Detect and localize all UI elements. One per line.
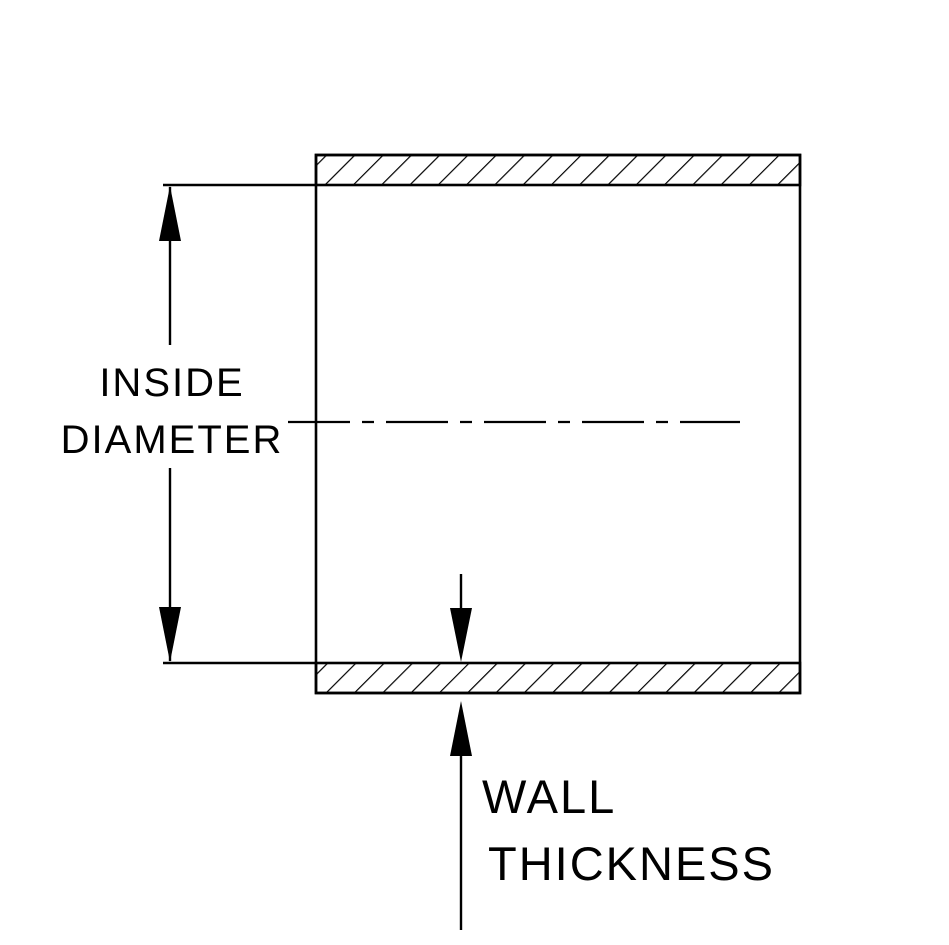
- wt-arrow-down-icon: [450, 608, 472, 662]
- top-wall-hatch: [314, 153, 802, 187]
- inside-diameter-label-line2: DIAMETER: [61, 418, 284, 462]
- wall-thickness-label-line1: WALL: [482, 770, 616, 823]
- id-arrow-down-icon: [159, 607, 181, 662]
- tube-outline: [314, 153, 802, 695]
- inside-diameter-label-line1: INSIDE: [99, 361, 244, 405]
- bottom-wall-hatch: [314, 661, 802, 695]
- wall-thickness-label-line2: THICKNESS: [488, 837, 775, 890]
- wt-arrow-up-icon: [450, 701, 472, 756]
- id-arrow-up-icon: [159, 186, 181, 241]
